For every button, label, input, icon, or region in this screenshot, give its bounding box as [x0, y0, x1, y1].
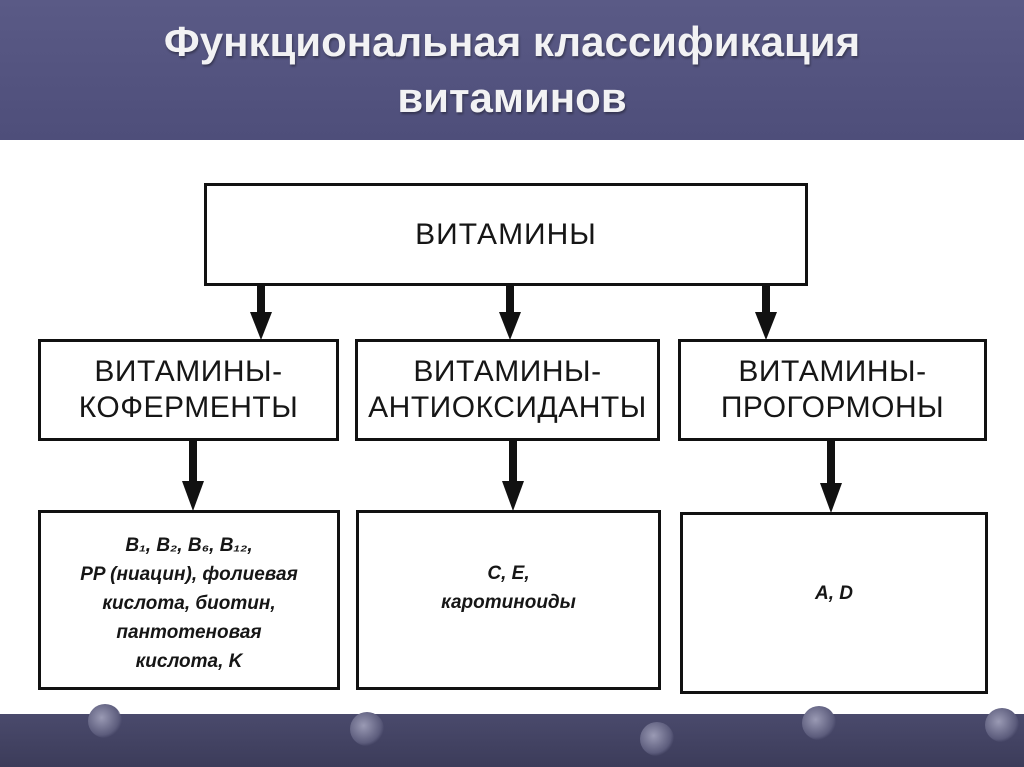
decorative-dot — [88, 704, 122, 738]
arrow-down-icon — [820, 439, 842, 513]
slide-title: Функциональная классификация витаминов — [0, 14, 1024, 126]
examples-line: каротиноиды — [441, 592, 576, 613]
examples-line: кислота, K — [135, 651, 243, 672]
slide-title-line-2: витаминов — [397, 74, 627, 121]
category-box-line-2: КОФЕРМЕНТЫ — [78, 391, 299, 424]
examples-box-coenzymes: B₁, B₂, B₆, B₁₂, PP (ниацин), фолиевая к… — [38, 510, 340, 690]
category-box-line-1: ВИТАМИНЫ- — [413, 355, 602, 388]
examples-line: C, E, — [487, 563, 530, 584]
examples-line: кислота, биотин, — [102, 593, 276, 614]
root-box: ВИТАМИНЫ — [204, 183, 808, 286]
root-box-label: ВИТАМИНЫ — [415, 217, 597, 251]
examples-line: B₁, B₂, B₆, B₁₂, — [125, 535, 253, 556]
title-bar: Функциональная классификация витаминов — [0, 0, 1024, 140]
category-box-coenzymes: ВИТАМИНЫ- КОФЕРМЕНТЫ — [38, 339, 339, 441]
category-box-line-2: ПРОГОРМОНЫ — [720, 391, 945, 424]
examples-line: PP (ниацин), фолиевая — [80, 564, 298, 585]
examples-box-antioxidants: C, E, каротиноиды — [356, 510, 661, 690]
footer-bar — [0, 704, 1024, 767]
arrow-down-icon — [755, 284, 777, 340]
arrow-down-icon — [182, 439, 204, 511]
category-box-line-1: ВИТАМИНЫ- — [738, 355, 927, 388]
arrow-down-icon — [502, 439, 524, 511]
slide-title-line-1: Функциональная классификация — [163, 18, 861, 65]
examples-box-prohormones: A, D — [680, 512, 988, 694]
arrow-down-icon — [250, 284, 272, 340]
category-box-line-1: ВИТАМИНЫ- — [94, 355, 283, 388]
decorative-dot — [802, 706, 836, 740]
examples-line: пантотеновая — [116, 622, 262, 643]
decorative-dot — [350, 712, 384, 746]
examples-line: A, D — [815, 583, 853, 604]
category-box-line-2: АНТИОКСИДАНТЫ — [368, 391, 647, 424]
category-box-prohormones: ВИТАМИНЫ- ПРОГОРМОНЫ — [678, 339, 987, 441]
decorative-dot — [985, 708, 1019, 742]
arrow-down-icon — [499, 284, 521, 340]
category-box-antioxidants: ВИТАМИНЫ- АНТИОКСИДАНТЫ — [355, 339, 660, 441]
decorative-dot — [640, 722, 674, 756]
